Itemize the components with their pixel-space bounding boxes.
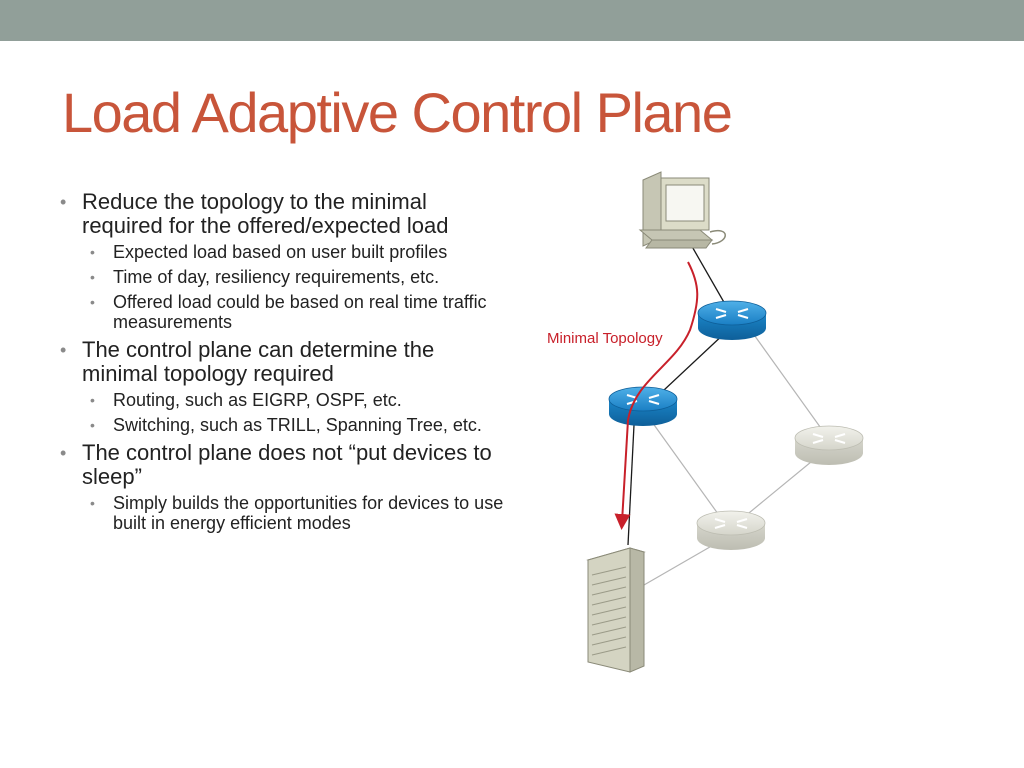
bullet-list: • Reduce the topology to the minimal req… [58, 190, 508, 539]
sub-bullet-text: Offered load could be based on real time… [113, 292, 487, 332]
sub-bullet-text: Time of day, resiliency requirements, et… [113, 267, 440, 287]
bullet-item: • The control plane does not “put device… [58, 440, 508, 534]
bullet-dot-icon: • [60, 192, 67, 212]
sub-bullet-item: • Switching, such as TRILL, Spanning Tree… [82, 415, 508, 435]
bullet-dot-icon: • [90, 392, 95, 408]
link-line [627, 424, 635, 546]
bullet-dot-icon: • [60, 443, 67, 463]
bullet-text: The control plane does not “put devices … [82, 440, 492, 489]
bullet-dot-icon: • [90, 269, 95, 285]
workstation-icon [638, 171, 726, 249]
sub-bullet-item: • Routing, such as EIGRP, OSPF, etc. [82, 390, 508, 410]
sub-bullet-text: Switching, such as TRILL, Spanning Tree,… [113, 415, 482, 435]
link-line [643, 539, 723, 586]
sub-bullet-text: Simply builds the opportunities for devi… [113, 493, 504, 533]
top-bar [0, 0, 1024, 41]
network-diagram: Minimal Topology [547, 171, 864, 673]
bullet-dot-icon: • [60, 340, 67, 360]
router-icon [696, 510, 766, 550]
server-icon [586, 547, 646, 673]
bullet-dot-icon: • [90, 294, 95, 310]
bullet-text: Reduce the topology to the minimal requi… [82, 189, 449, 238]
router-icon [608, 386, 678, 426]
slide-title: Load Adaptive Control Plane [62, 81, 733, 144]
router-icon [697, 300, 767, 340]
link-line [651, 421, 727, 526]
bullet-item: • Reduce the topology to the minimal req… [58, 189, 508, 333]
sub-bullet-list: • Routing, such as EIGRP, OSPF, etc. • Swi… [82, 390, 508, 435]
bullet-text: The control plane can determine the mini… [82, 337, 435, 386]
minimal-path-arrow [614, 261, 699, 530]
sub-bullet-item: • Expected load based on user built profi… [82, 242, 508, 262]
router-icon [794, 425, 864, 465]
bullet-dot-icon: • [90, 495, 95, 511]
sub-bullet-item: • Offered load could be based on real tim… [82, 292, 508, 332]
sub-bullet-text: Routing, such as EIGRP, OSPF, etc. [113, 390, 402, 410]
link-line [751, 331, 829, 439]
sub-bullet-text: Expected load based on user built profil… [113, 242, 448, 262]
bullet-dot-icon: • [90, 244, 95, 260]
bullet-item: • The control plane can determine the mi… [58, 337, 508, 436]
sub-bullet-item: • Simply builds the opportunities for dev… [82, 493, 508, 533]
sub-bullet-item: • Time of day, resiliency requirements, e… [82, 267, 508, 287]
sub-bullet-list: • Expected load based on user built profi… [82, 242, 508, 332]
minimal-topology-label: Minimal Topology [547, 330, 663, 347]
bullet-dot-icon: • [90, 417, 95, 433]
sub-bullet-list: • Simply builds the opportunities for dev… [82, 493, 508, 533]
